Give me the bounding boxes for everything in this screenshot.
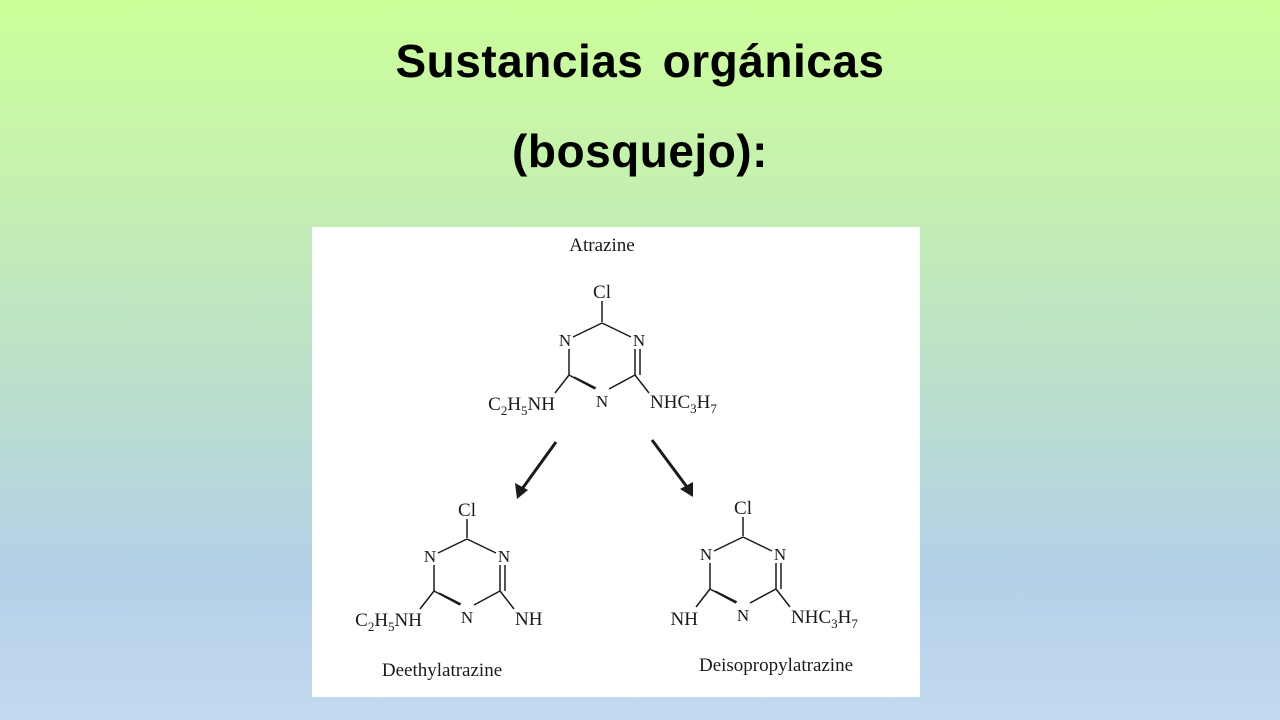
triazine-ring	[695, 536, 791, 608]
substituent-isopropylamino: NHC3H7	[650, 392, 717, 416]
reaction-diagram-panel: Atrazine Cl N N N C2H5NH NHC3H7	[312, 227, 920, 697]
ring-atom-n: N	[559, 331, 571, 350]
slide-title-line-1: Sustancias orgánicas	[395, 35, 885, 87]
triazine-ring	[419, 538, 515, 610]
ring-atom-n: N	[498, 547, 510, 566]
triazine-ring	[554, 322, 650, 394]
ring-atom-n: N	[596, 392, 608, 411]
molecule-name-atrazine: Atrazine	[569, 235, 634, 256]
substituent-isopropylamino: NHC3H7	[791, 607, 858, 631]
atom-cl: Cl	[734, 498, 752, 519]
substituent-amino: NH	[671, 609, 699, 630]
substituent-ethylamino: C2H5NH	[488, 394, 555, 418]
ring-atom-n: N	[461, 608, 473, 627]
atom-cl: Cl	[458, 500, 476, 521]
ring-atom-n: N	[633, 331, 645, 350]
reaction-diagram: Atrazine Cl N N N C2H5NH NHC3H7	[355, 235, 859, 681]
molecule-deisopropylatrazine: Cl N N N NH NHC3H7 Deisopropylatrazine	[671, 498, 859, 676]
substituent-amino: NH	[515, 609, 543, 630]
substituent-ethylamino: C2H5NH	[355, 610, 422, 634]
atom-cl: Cl	[593, 282, 611, 303]
ring-atom-n: N	[700, 545, 712, 564]
molecule-atrazine: Atrazine Cl N N N C2H5NH NHC3H7	[488, 235, 717, 418]
molecule-name-deisopropylatrazine: Deisopropylatrazine	[699, 655, 853, 676]
ring-atom-n: N	[737, 606, 749, 625]
reaction-arrow-right	[650, 439, 693, 497]
molecule-deethylatrazine: Cl N N N C2H5NH NH Deethylatrazine	[355, 500, 543, 681]
ring-atom-n: N	[774, 545, 786, 564]
molecule-name-deethylatrazine: Deethylatrazine	[382, 660, 502, 681]
ring-atom-n: N	[424, 547, 436, 566]
reaction-arrow-left	[515, 441, 558, 499]
slide-title-line-2: (bosquejo):	[512, 125, 768, 177]
